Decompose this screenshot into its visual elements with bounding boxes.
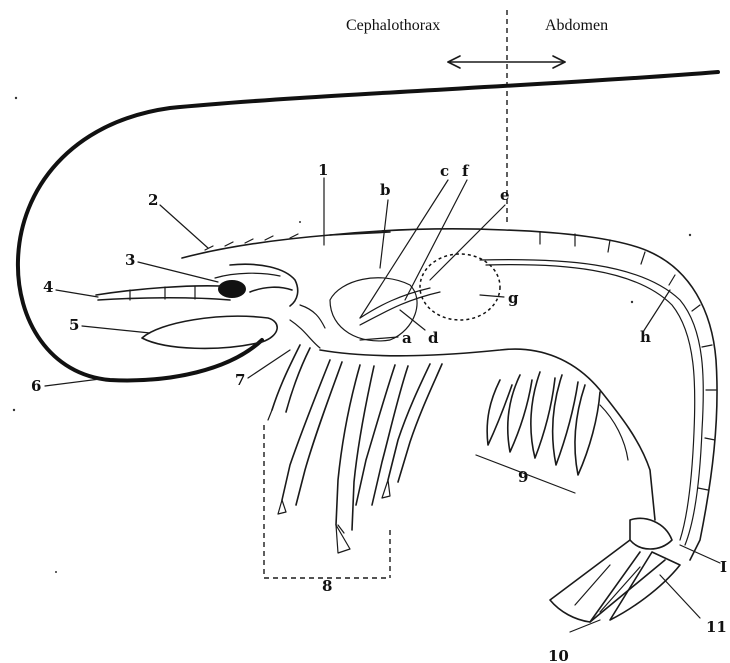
abdomen-label: Abdomen bbox=[545, 17, 608, 34]
label-a: a bbox=[402, 329, 412, 347]
label-g: g bbox=[508, 289, 519, 307]
label-2: 2 bbox=[148, 191, 158, 209]
label-6: 6 bbox=[31, 377, 41, 395]
antenna-flagellum bbox=[18, 72, 718, 380]
label-3: 3 bbox=[125, 251, 135, 269]
label-4: 4 bbox=[43, 278, 53, 296]
label-8: 8 bbox=[322, 577, 332, 595]
tail-fan bbox=[550, 518, 680, 622]
dotted-organ bbox=[420, 254, 500, 320]
label-f: f bbox=[462, 162, 470, 180]
cephalothorax-label: Cephalothorax bbox=[346, 17, 440, 34]
label-I: I bbox=[720, 558, 727, 576]
label-d: d bbox=[428, 329, 439, 347]
shrimp-body bbox=[96, 229, 717, 560]
label-11: 11 bbox=[706, 618, 727, 636]
swimmerets bbox=[487, 372, 628, 475]
label-10: 10 bbox=[548, 647, 569, 663]
label-c: c bbox=[440, 162, 449, 180]
compound-eye bbox=[218, 280, 246, 298]
label-e: e bbox=[500, 186, 510, 204]
label-9: 9 bbox=[518, 468, 528, 486]
walking-legs bbox=[268, 345, 442, 553]
label-1: 1 bbox=[318, 161, 328, 179]
label-h: h bbox=[640, 328, 651, 346]
label-5: 5 bbox=[69, 316, 79, 334]
label-b: b bbox=[380, 181, 391, 199]
label-7: 7 bbox=[235, 371, 245, 389]
